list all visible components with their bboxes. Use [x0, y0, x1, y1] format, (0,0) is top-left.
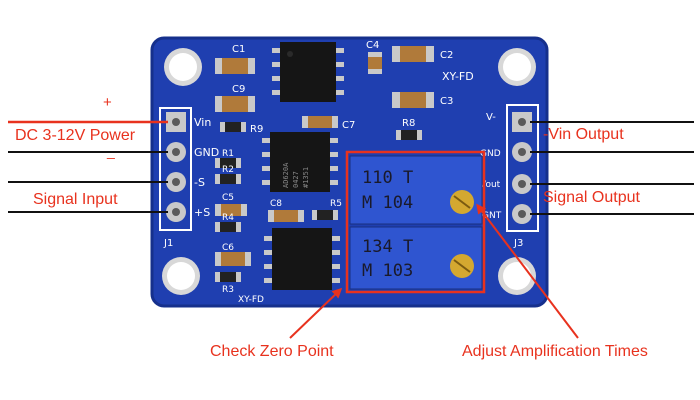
middle-chip-marking-3: #1351 — [302, 167, 310, 188]
pot-bottom-line2: M 103 — [362, 261, 413, 281]
pot-highlight-box — [345, 150, 486, 294]
label-c7: C7 — [342, 120, 355, 131]
right-header-j3 — [506, 104, 539, 232]
pcb-edge — [150, 36, 549, 308]
left-header-id: J1 — [163, 238, 173, 249]
label-c4: C4 — [366, 40, 379, 51]
mounting-hole-top-right — [498, 48, 536, 86]
label-r2: R2 — [222, 165, 234, 175]
label-r8: R8 — [402, 118, 415, 129]
signal-output-label: Signal Output — [543, 189, 640, 206]
board-name-top: XY-FD — [442, 70, 474, 83]
label-c1: C1 — [232, 44, 245, 55]
power-minus-label: _ — [107, 143, 115, 159]
power-plus-label: + — [103, 94, 112, 111]
left-pin-label-2: GND — [194, 146, 219, 159]
amplification-arrow — [476, 203, 579, 339]
pot-bottom: 134 T M 103 — [349, 226, 483, 290]
smd-components — [215, 46, 434, 282]
middle-ic-chip: AD620A 0427 #1351 — [262, 132, 338, 192]
label-r3: R3 — [222, 285, 234, 295]
right-pin-label-4: GNT — [482, 211, 502, 221]
right-header-id: J3 — [513, 238, 523, 249]
label-c3: C3 — [440, 96, 453, 107]
label-c6: C6 — [222, 243, 234, 253]
mounting-hole-bottom-left — [162, 257, 200, 295]
right-pin-label-3: Vout — [480, 180, 501, 190]
middle-chip-marking-1: AD620A — [282, 162, 290, 188]
left-header-j1 — [159, 107, 192, 231]
left-pin-label-1: Vin — [194, 116, 211, 129]
label-c5: C5 — [222, 193, 234, 203]
label-r5: R5 — [330, 199, 342, 209]
signal-input-label: Signal Input — [33, 191, 118, 208]
external-wires — [8, 121, 694, 215]
middle-chip-marking-2: 0427 — [292, 171, 300, 188]
vin-output-label: -Vin Output — [543, 126, 624, 143]
label-r1: R1 — [222, 149, 234, 159]
pot-top-line1: 110 T — [362, 168, 413, 188]
pot-top-line2: M 104 — [362, 193, 413, 213]
adjust-amplification-label: Adjust Amplification Times — [462, 343, 648, 360]
pot-top: 110 T M 104 — [349, 155, 483, 225]
bottom-ic-chip — [264, 228, 340, 290]
pot-bottom-line1: 134 T — [362, 237, 413, 257]
right-pin-label-2: GND — [480, 149, 501, 159]
top-ic-chip — [272, 42, 344, 102]
check-zero-point-label: Check Zero Point — [210, 343, 334, 360]
mounting-hole-top-left — [164, 48, 202, 86]
zero-point-arrow — [289, 287, 343, 339]
mounting-hole-bottom-right — [498, 257, 536, 295]
left-pin-label-3: -S — [194, 176, 205, 189]
board-name-bottom: XY-FD — [238, 295, 264, 305]
label-r4: R4 — [222, 213, 234, 223]
label-c8: C8 — [270, 199, 282, 209]
label-c9: C9 — [232, 84, 245, 95]
right-pin-label-1: V- — [486, 112, 496, 123]
left-pin-label-4: +S — [194, 206, 210, 219]
label-c2: C2 — [440, 50, 453, 61]
power-label: DC 3-12V Power — [15, 127, 136, 144]
label-r9: R9 — [250, 124, 263, 135]
